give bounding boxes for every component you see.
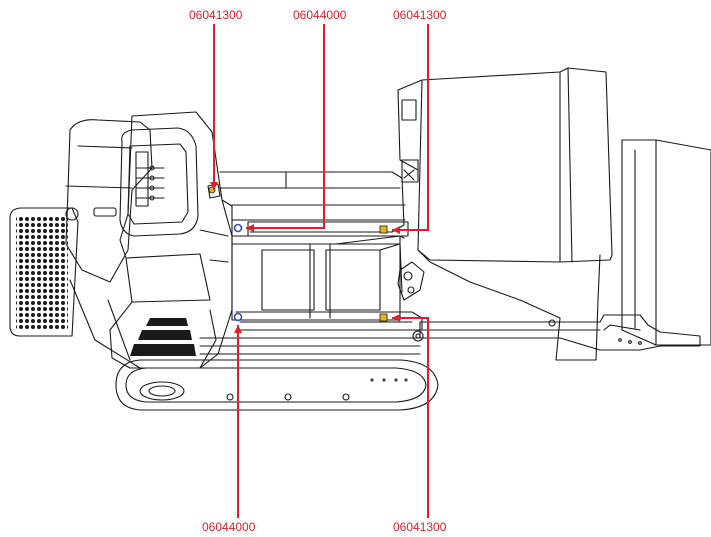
fastener-top-left	[233, 223, 243, 233]
fastener-bottom-right	[379, 313, 388, 322]
step-plates	[130, 318, 196, 356]
leader-top-right	[392, 24, 429, 231]
callout-label-top-left: 06041300	[189, 8, 243, 22]
leader-bottom-left-arrowhead	[234, 325, 242, 333]
leader-top-right-arrowhead	[392, 226, 400, 234]
fastener-markers	[208, 186, 388, 322]
rear-grille	[9, 207, 79, 337]
rear-cover	[65, 119, 153, 283]
callout-label-bottom-left: 06044000	[202, 520, 256, 534]
leader-bottom-right-arrowhead	[392, 314, 400, 322]
crawler-track	[115, 337, 439, 411]
callout-label-bottom-right: 06041300	[393, 520, 447, 534]
leader-bottom-right	[392, 317, 429, 518]
fastener-top-right	[379, 225, 388, 234]
leader-top-center	[246, 24, 325, 229]
leader-top-left-arrowhead	[210, 182, 218, 190]
bin-outline	[621, 139, 711, 346]
callout-label-top-center: 06044000	[293, 8, 347, 22]
engine-compartment	[231, 235, 405, 321]
leader-top-center-arrowhead	[246, 224, 254, 232]
fastener-bottom-left	[233, 312, 243, 322]
operator-console	[109, 111, 233, 369]
grille-holes	[16, 216, 68, 330]
callout-label-top-right: 06041300	[393, 8, 447, 22]
hopper-outline	[397, 67, 613, 361]
callout-leaders	[210, 24, 429, 518]
conveyor-arm	[419, 314, 701, 351]
